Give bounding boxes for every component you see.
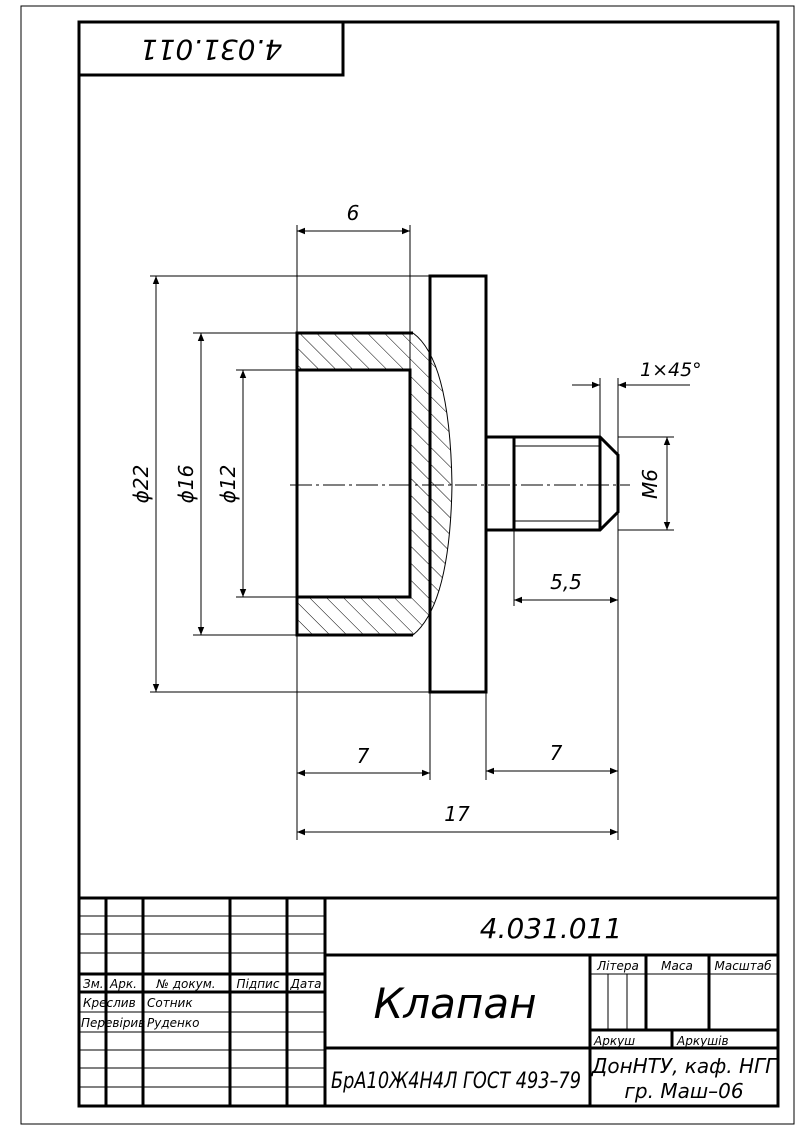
tb-header-sign: Підпис	[237, 977, 280, 991]
tb-header-scale: Масштаб	[714, 959, 772, 973]
dim-right-len: 7	[550, 741, 563, 765]
dim-thread-len: 5,5	[550, 570, 582, 594]
cup-outline	[295, 331, 413, 637]
stem-outline	[486, 435, 620, 532]
sheet-trim	[20, 5, 795, 1125]
part-view	[290, 274, 630, 694]
tb-header-date: Дата	[289, 977, 321, 991]
tb-header-ark: Арк.	[109, 977, 137, 991]
tb-org-line2: гр. Маш–06	[624, 1079, 743, 1103]
section-hatch	[297, 333, 452, 635]
tb-header-sheet: Аркуш	[593, 1034, 635, 1048]
tb-header-litera: Літера	[596, 959, 639, 973]
title-block: 4.031.011 Клапан БрА10Ж4Н4Л ГОСТ 493–79 …	[79, 896, 778, 1106]
tb-header-mass: Маса	[661, 959, 693, 973]
tb-header-zm: Зм.	[83, 977, 104, 991]
dim-chamfer: 1×45°	[640, 359, 702, 381]
tb-part-name: Клапан	[373, 979, 536, 1028]
drawing-frame	[77, 20, 780, 1108]
tb-designation: 4.031.011	[480, 912, 623, 945]
dim-total-len: 17	[444, 802, 470, 826]
flange-outline	[428, 274, 488, 694]
dim-left-len: 7	[357, 744, 370, 768]
tb-material: БрА10Ж4Н4Л ГОСТ 493–79	[331, 1069, 581, 1094]
dim-thread: M6	[638, 469, 662, 499]
tb-org-line1: ДонНТУ, каф. НГГ	[591, 1054, 778, 1078]
dim-d-mid: ϕ16	[174, 465, 198, 504]
tb-header-doc-no: № докум.	[155, 977, 215, 991]
tb-drawn-name: Сотник	[147, 996, 193, 1010]
tb-checked-name: Руденко	[147, 1016, 199, 1030]
dimensions: 6 ϕ22 ϕ16 ϕ12 M6 1×45° 5,5	[129, 201, 702, 840]
tb-checked-label: Перевірив	[81, 1016, 145, 1030]
tb-header-sheets: Аркушів	[676, 1034, 729, 1048]
tb-drawn-label: Креслив	[83, 996, 136, 1010]
bore-outline	[295, 368, 412, 599]
corner-code-box	[77, 20, 345, 77]
cup-inner-curve	[412, 332, 453, 636]
corner-code: 4.031.011	[140, 33, 283, 66]
dim-top-width: 6	[347, 201, 360, 225]
dim-d-bore: ϕ12	[216, 465, 240, 504]
dim-d-outer: ϕ22	[129, 465, 153, 504]
